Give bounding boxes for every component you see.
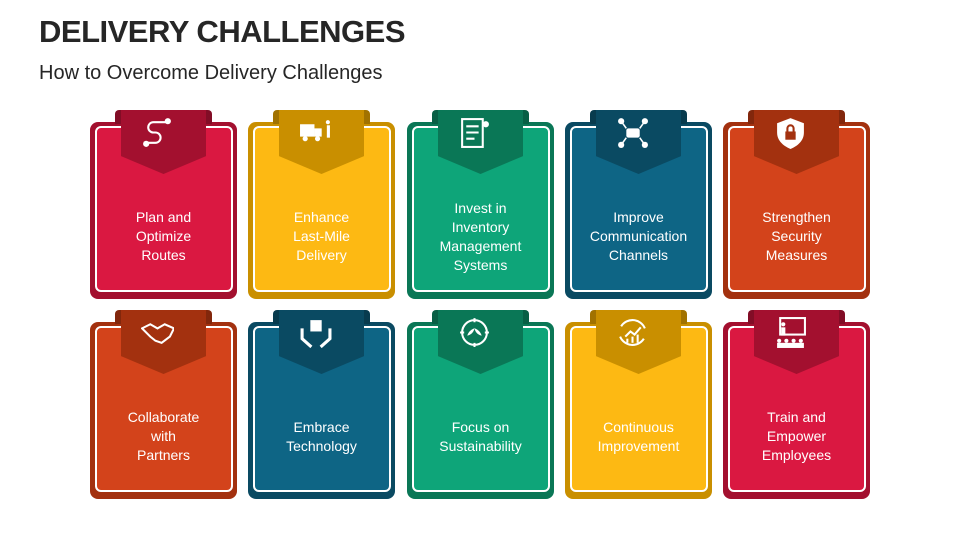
card-tab (115, 110, 212, 174)
card-label: Strengthen Security Measures (762, 209, 831, 263)
card-training-presentation: Train and Empower Employees (723, 310, 870, 499)
communication-network-icon (618, 118, 648, 148)
security-shield-icon (777, 118, 804, 149)
growth-cycle-icon (619, 319, 646, 346)
leaf-target-icon (460, 318, 489, 347)
card-handshake: Collaborate with Partners (90, 310, 237, 499)
card-label: Invest in Inventory Management Systems (439, 199, 522, 273)
delivery-truck-icon (300, 120, 330, 142)
route-icon (143, 118, 171, 147)
card-tab (273, 310, 370, 374)
card-leaf-target: Focus on Sustainability (407, 310, 554, 499)
card-tab (748, 110, 845, 174)
card-growth-cycle: Continuous Improvement (565, 310, 712, 499)
card-tab (590, 310, 687, 374)
card-security-shield: Strengthen Security Measures (723, 110, 870, 299)
card-inventory-checklist: Invest in Inventory Management Systems (407, 110, 554, 299)
card-tab (590, 110, 687, 174)
card-tab (273, 110, 370, 174)
card-label: Collaborate with Partners (127, 409, 200, 463)
card-route: Plan and Optimize Routes (90, 110, 237, 299)
card-label: Enhance Last-Mile Delivery (293, 209, 350, 263)
chip-hands-icon (300, 320, 332, 349)
card-tab (748, 310, 845, 374)
page-title: DELIVERY CHALLENGES (39, 14, 406, 49)
card-chip-hands: Embrace Technology (248, 310, 395, 499)
card-label: Continuous Improvement (597, 418, 680, 454)
card-tab (432, 310, 529, 374)
page-subtitle: How to Overcome Delivery Challenges (39, 62, 383, 84)
handshake-icon (141, 323, 174, 344)
training-presentation-icon (777, 317, 806, 348)
card-tab (432, 110, 529, 174)
card-label: Plan and Optimize Routes (135, 209, 192, 263)
card-label: Focus on Sustainability (439, 418, 522, 454)
card-delivery-truck: Enhance Last-Mile Delivery (248, 110, 395, 299)
card-label: Embrace Technology (286, 418, 357, 454)
card-label: Train and Empower Employees (761, 409, 832, 463)
card-label: Improve Communication Channels (589, 209, 688, 263)
card-tab (115, 310, 212, 374)
inventory-checklist-icon (461, 118, 489, 148)
card-communication-network: Improve Communication Channels (565, 110, 712, 299)
